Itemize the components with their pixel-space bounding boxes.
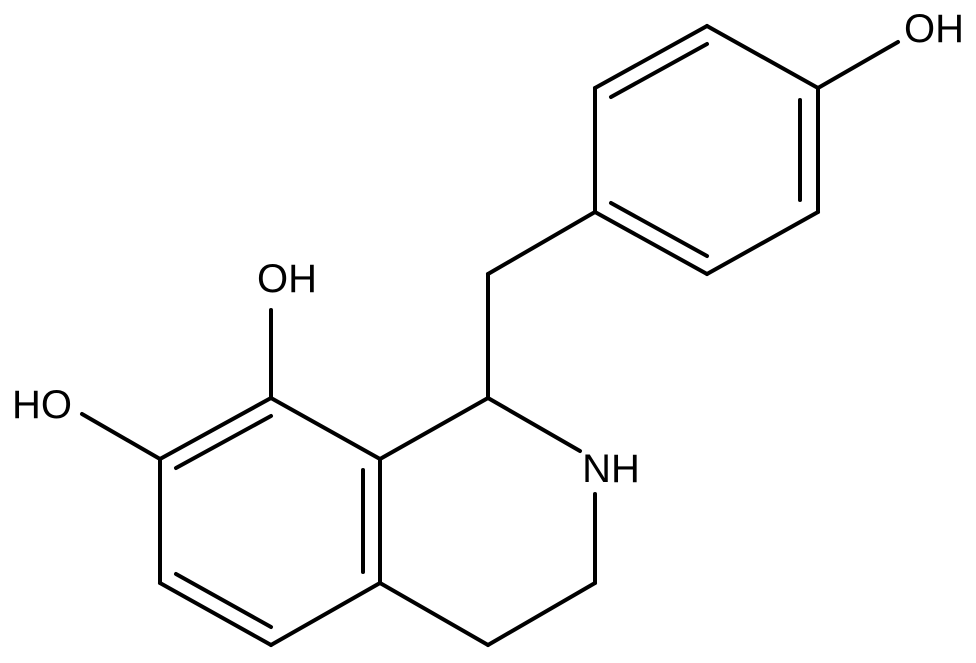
hydroxyl-label-7: HO xyxy=(12,383,72,427)
bond xyxy=(158,581,273,647)
hydroxyl-label-8: OH xyxy=(257,257,317,301)
bond xyxy=(486,581,597,647)
bond xyxy=(378,581,490,647)
bond xyxy=(269,396,382,461)
bond xyxy=(705,24,820,90)
bond xyxy=(158,396,273,461)
atom-labels: OH OH HO NH xyxy=(12,7,964,491)
bond xyxy=(593,210,709,276)
bonds xyxy=(80,24,900,647)
bond xyxy=(80,412,162,461)
bond xyxy=(705,210,820,276)
bond xyxy=(609,42,709,99)
amine-label: NH xyxy=(582,447,640,491)
bond xyxy=(174,414,273,470)
bond xyxy=(174,572,273,629)
bond xyxy=(486,396,582,453)
bond xyxy=(486,210,597,276)
hydroxyl-label-top: OH xyxy=(904,7,964,51)
bond xyxy=(593,24,709,90)
bond xyxy=(378,396,490,461)
bond xyxy=(609,201,709,258)
bond xyxy=(816,40,900,90)
bond xyxy=(269,581,382,647)
